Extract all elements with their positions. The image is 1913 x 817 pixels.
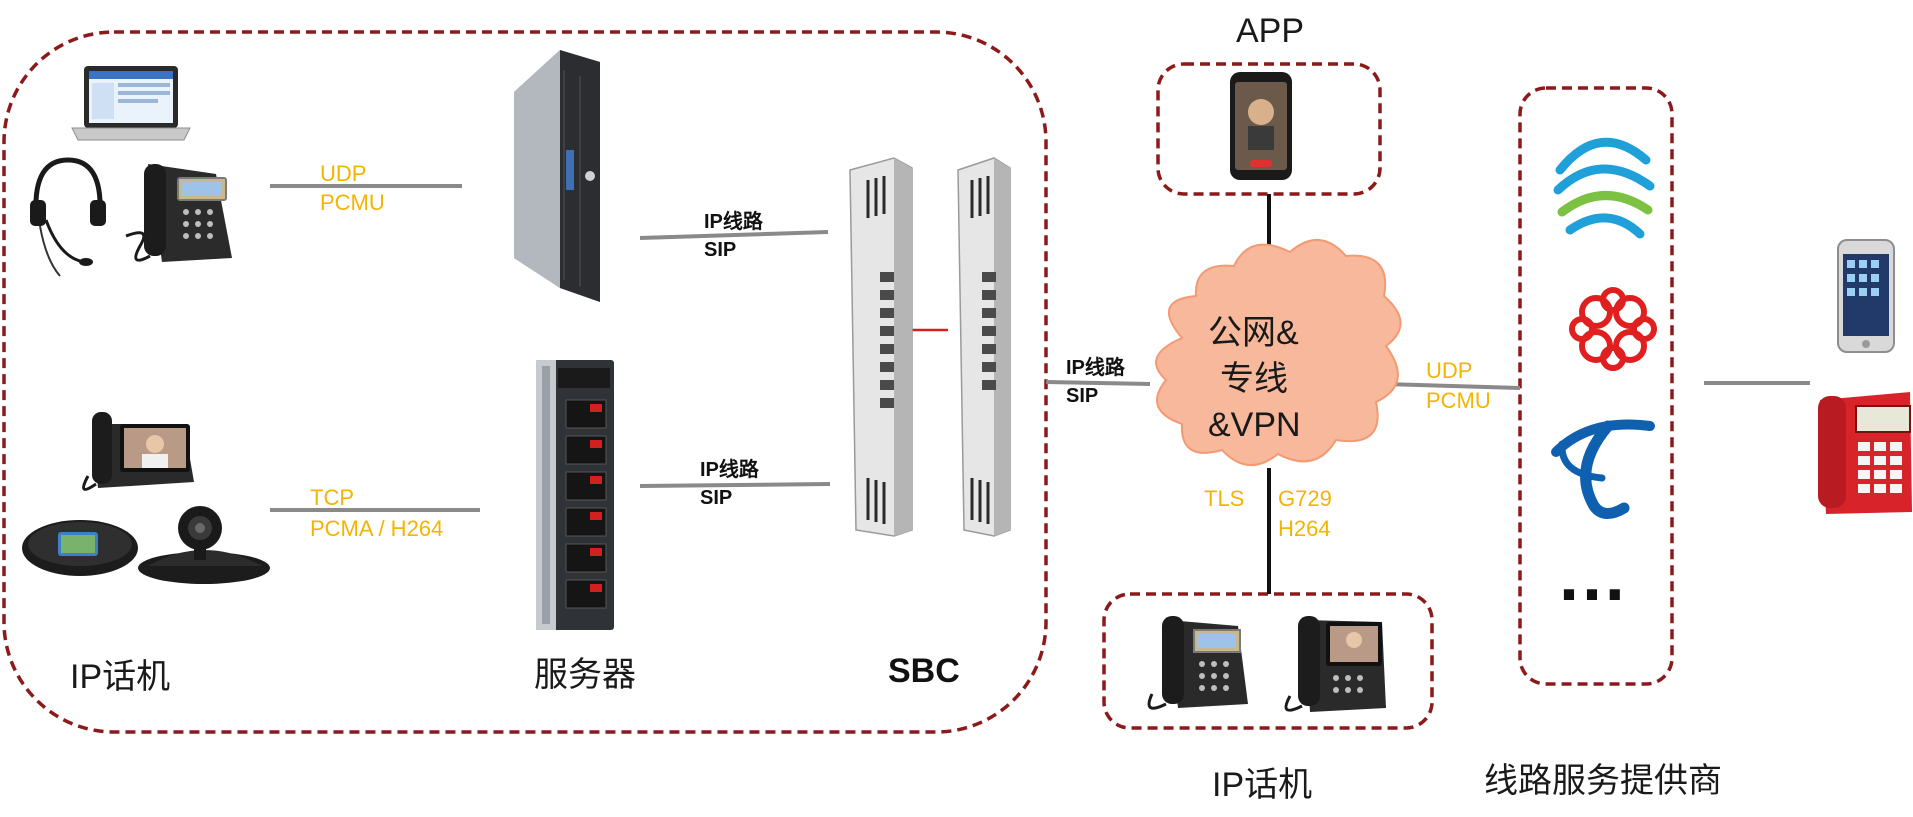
china-mobile-logo-icon	[1553, 137, 1655, 239]
sbc-appliance-secondary-icon	[957, 157, 1011, 537]
cloud-carrier-line	[1385, 382, 1521, 390]
g729-label: G729	[1278, 486, 1332, 511]
ip-phones-label-left: IP话机	[70, 658, 170, 696]
sip-label-bottom: SIP	[700, 487, 732, 509]
carrier-provider-label: 线路服务提供商	[1484, 762, 1722, 800]
sbc-appliance-primary-icon	[849, 157, 913, 537]
tcp-label: TCP	[310, 485, 354, 510]
pcma-h264-label: PCMA / H264	[310, 516, 443, 541]
carrier-ellipsis: …	[1556, 536, 1634, 616]
conference-phone-icon	[22, 520, 138, 576]
network-cloud-shape	[1155, 238, 1402, 467]
pcmu-label-right: PCMU	[1426, 388, 1491, 413]
video-conference-camera-icon	[138, 506, 270, 584]
sbc-label: SBC	[888, 652, 960, 690]
ip-phones-label-remote: IP话机	[1212, 766, 1312, 804]
laptop-icon	[71, 66, 191, 141]
rack-server-icon	[514, 50, 600, 302]
remote-video-phone-icon	[1284, 616, 1386, 712]
h264-label: H264	[1278, 516, 1331, 541]
udp-label-right: UDP	[1426, 358, 1472, 383]
video-phone-icon	[82, 412, 194, 491]
pcmu-label-left: PCMU	[320, 190, 385, 215]
china-telecom-logo-icon	[1551, 419, 1655, 519]
ip-line-label-top: IP线路	[704, 209, 764, 233]
ip-line-label-sbc-cloud: IP线路	[1066, 355, 1126, 379]
headset-icon	[30, 157, 106, 277]
sip-label-top: SIP	[704, 239, 736, 261]
mobile-phone-icon	[1837, 239, 1895, 353]
remote-desk-phone-icon	[1147, 616, 1248, 710]
server-sbc-line-top	[639, 230, 829, 240]
server-sbc-line-bottom	[639, 482, 831, 488]
app-title: APP	[1236, 12, 1304, 50]
landline-phone-icon	[1818, 392, 1912, 514]
tower-server-icon	[536, 360, 614, 630]
server-label: 服务器	[534, 656, 636, 694]
cloud-label-line2: 专线	[1220, 360, 1288, 398]
udp-label-left: UDP	[320, 161, 366, 186]
sbc-cloud-line	[1045, 380, 1151, 386]
tls-label: TLS	[1204, 486, 1244, 511]
cloud-label-line3: &VPN	[1208, 406, 1301, 444]
cloud-label-line1: 公网&	[1208, 314, 1299, 352]
app-group-border	[1156, 62, 1382, 196]
desk-phone-icon	[125, 164, 232, 262]
app-smartphone-icon	[1230, 72, 1292, 180]
china-unicom-logo-icon	[1569, 287, 1657, 371]
ip-line-label-bottom: IP线路	[700, 457, 760, 481]
sip-label-sbc-cloud: SIP	[1066, 385, 1098, 407]
